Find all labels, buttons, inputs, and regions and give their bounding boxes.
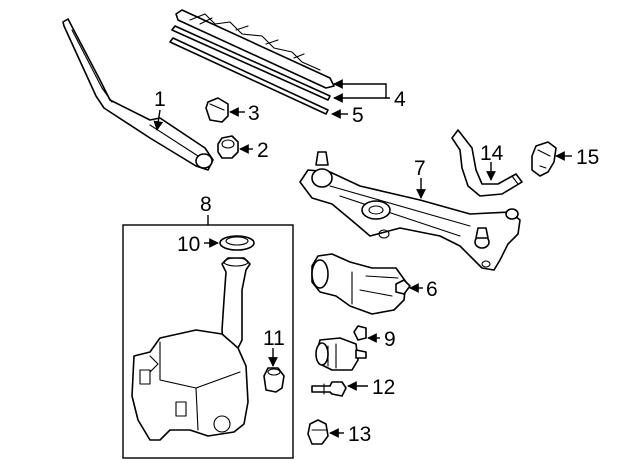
callout-6: 6 — [426, 278, 438, 301]
washer-pump — [315, 325, 367, 371]
leader-lines — [153, 79, 572, 438]
callout-10: 10 — [177, 233, 200, 256]
hose — [451, 129, 523, 197]
level-sensor — [311, 381, 347, 397]
callout-2: 2 — [257, 139, 269, 162]
callout-15: 15 — [576, 146, 599, 169]
reservoir-cap — [219, 235, 255, 251]
callout-4: 4 — [394, 88, 406, 111]
wiper-motor — [311, 253, 411, 315]
wiper-linkage — [299, 151, 521, 271]
grommet — [307, 419, 329, 445]
callout-7: 7 — [414, 157, 426, 180]
callout-12: 12 — [372, 376, 395, 399]
callout-5: 5 — [352, 104, 364, 127]
nut — [217, 135, 239, 159]
callout-1: 1 — [154, 88, 166, 111]
nut-cover — [205, 97, 229, 123]
wiper-arm — [62, 18, 214, 171]
bracket — [531, 141, 557, 177]
callout-11: 11 — [263, 327, 285, 350]
callout-14: 14 — [480, 142, 504, 165]
tank-grommet — [263, 367, 285, 393]
callout-9: 9 — [384, 328, 396, 351]
washer-reservoir — [131, 257, 251, 441]
callout-3: 3 — [248, 102, 260, 125]
callout-8: 8 — [200, 193, 212, 216]
callout-13: 13 — [348, 423, 371, 446]
wiper-blade — [169, 9, 335, 115]
